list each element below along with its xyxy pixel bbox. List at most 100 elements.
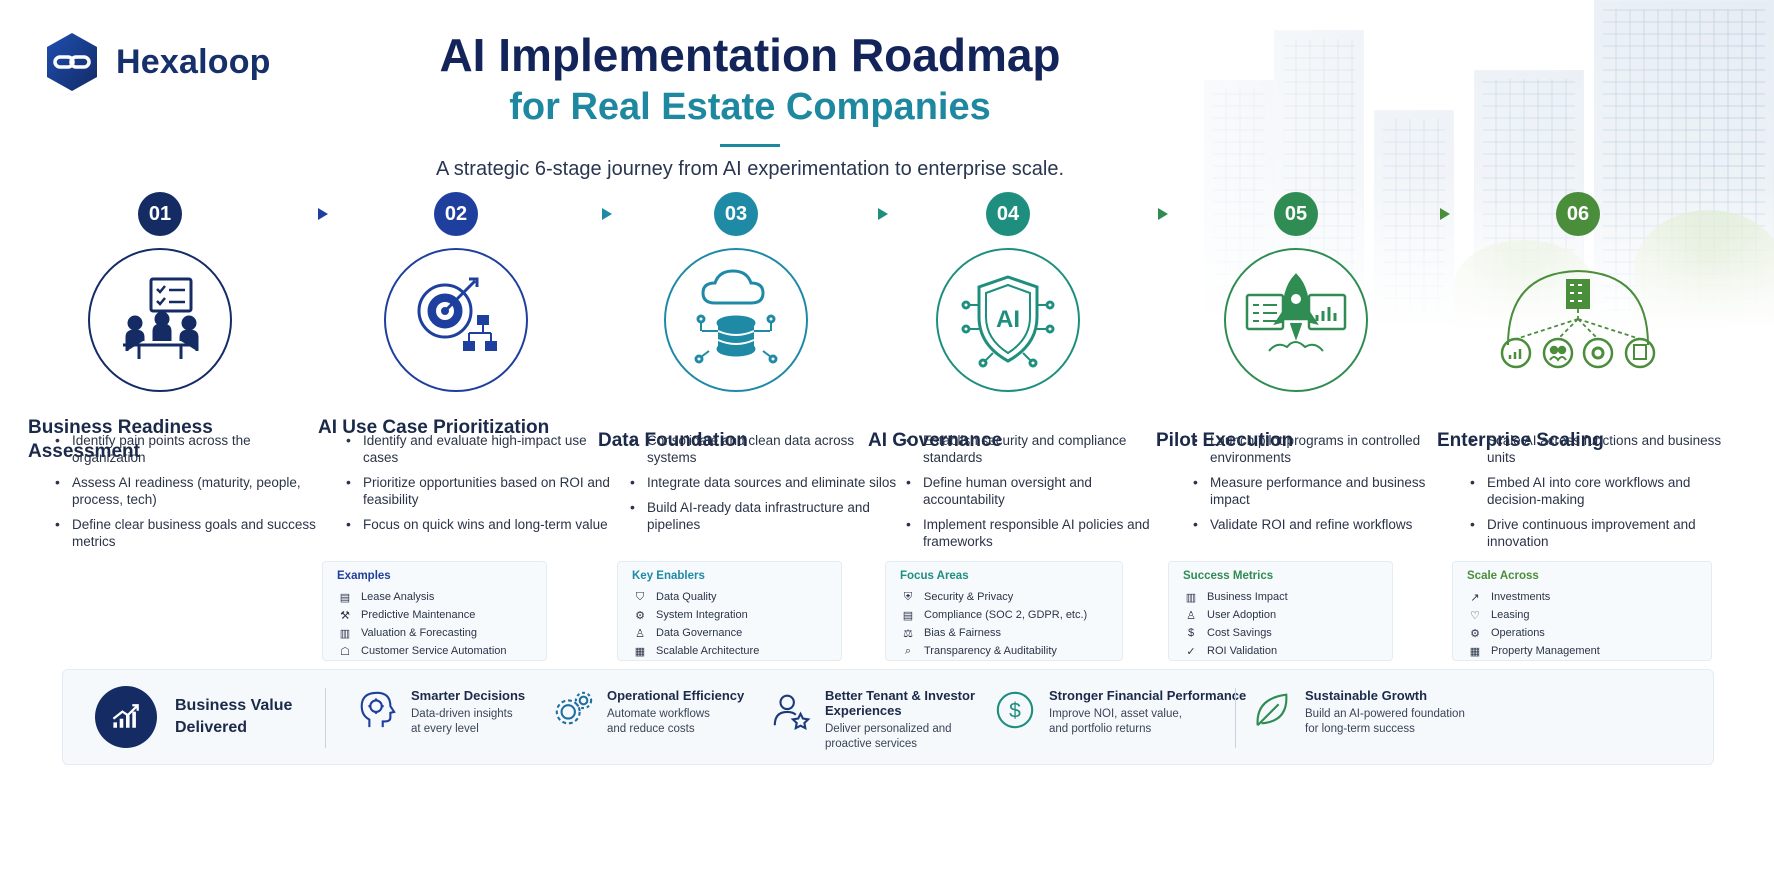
bullet-item: Drive continuous improvement and innovat…: [1470, 516, 1740, 550]
chat-icon: ☖: [340, 645, 350, 658]
magnifier-icon: ⌕: [904, 644, 912, 657]
stage-bullets: Identify and evaluate high-impact use ca…: [346, 432, 616, 541]
brand-logo[interactable]: Hexaloop: [40, 30, 271, 94]
panel-item: ⌕Transparency & Auditability: [900, 642, 1108, 660]
bullet-item: Prioritize opportunities based on ROI an…: [346, 474, 616, 508]
panel-item: ▦Property Management: [1467, 642, 1697, 660]
user-star-icon: [769, 688, 813, 732]
bullet-item: Assess AI readiness (maturity, people, p…: [55, 474, 325, 508]
leaf-icon: [1249, 688, 1293, 732]
team-meeting-icon: [123, 277, 199, 359]
stage-number-badge: 02: [434, 192, 478, 236]
lock-shield-icon: ⛨: [903, 590, 913, 603]
document-icon: ▤: [339, 591, 351, 604]
brand-name: Hexaloop: [116, 42, 271, 81]
stage-number-badge: 01: [138, 192, 182, 236]
panel-title: Key Enablers: [632, 570, 705, 582]
stage-icon-ring: [1488, 248, 1668, 392]
stage-bullets: Scale AI across functions and business u…: [1470, 432, 1740, 558]
value-desc: Automate workflows and reduce costs: [607, 708, 710, 735]
panel-item: ♙Data Governance: [632, 624, 827, 642]
users-icon: ♙: [1186, 609, 1196, 622]
panel-item: ♙User Adoption: [1183, 606, 1378, 624]
scale-across-panel: Scale Across ↗Investments ♡Leasing ⚙Oper…: [1452, 561, 1712, 661]
stage-bullets: Consolidate and clean data across system…: [630, 432, 900, 541]
value-desc: Improve NOI, asset value, and portfolio …: [1049, 708, 1182, 735]
handshake-icon: ♡: [1470, 609, 1480, 622]
bullet-item: Scale AI across functions and business u…: [1470, 432, 1740, 466]
panel-item: ▦Scalable Architecture: [632, 642, 827, 660]
value-title: Better Tenant & Investor Experiences: [825, 688, 976, 718]
panel-item: ▥Valuation & Forecasting: [337, 624, 532, 642]
panel-item: ☖Customer Service Automation: [337, 642, 532, 660]
key-enablers-panel: Key Enablers ⛉Data Quality ⚙System Integ…: [617, 561, 842, 661]
bullet-item: Validate ROI and refine workflows: [1193, 516, 1463, 533]
bullet-item: Launch pilot programs in controlled envi…: [1193, 432, 1463, 466]
stage-bullets: Launch pilot programs in controlled envi…: [1193, 432, 1463, 541]
value-desc: Data-driven insights at every level: [411, 708, 513, 735]
stage-bullets: Identify pain points across the organiza…: [55, 432, 325, 558]
value-item: Operational Efficiency Automate workflow…: [551, 688, 744, 737]
stage-number-badge: 04: [986, 192, 1030, 236]
panel-item: ♡Leasing: [1467, 606, 1697, 624]
page-subtitle: for Real Estate Companies: [509, 86, 991, 128]
growth-chart-icon: [95, 686, 157, 748]
bullet-item: Define human oversight and accountabilit…: [906, 474, 1176, 508]
panel-title: Focus Areas: [900, 570, 969, 582]
dollar-circle-icon: $: [993, 688, 1037, 732]
business-value-lead: Business Value Delivered: [95, 686, 295, 748]
chart-icon: ▥: [339, 627, 351, 640]
stage-number-badge: 05: [1274, 192, 1318, 236]
panel-title: Examples: [337, 570, 391, 582]
building-icon: ▦: [1469, 645, 1481, 658]
business-value-title: Business Value Delivered: [175, 697, 293, 736]
svg-text:$: $: [1009, 700, 1021, 723]
building-network-icon: [1500, 269, 1656, 369]
stage-icon-ring: [664, 248, 808, 392]
target-flowchart-icon: [417, 277, 497, 351]
layers-icon: ▦: [634, 645, 646, 658]
stage-number-badge: 06: [1556, 192, 1600, 236]
bullet-item: Identify and evaluate high-impact use ca…: [346, 432, 616, 466]
panel-item: ✓ROI Validation: [1183, 642, 1378, 660]
bullet-item: Define clear business goals and success …: [55, 516, 325, 550]
value-title: Sustainable Growth: [1305, 688, 1428, 703]
stage-bullets: Establish security and compliance standa…: [906, 432, 1176, 558]
bullet-item: Integrate data sources and eliminate sil…: [630, 474, 900, 491]
shield-check-icon: ⛉: [635, 590, 645, 603]
gears-icon: [551, 688, 595, 732]
clipboard-icon: ▤: [902, 609, 914, 622]
business-value-band: Business Value Delivered Smarter Decisio…: [62, 669, 1714, 765]
panel-item: ⚙System Integration: [632, 606, 827, 624]
bullet-item: Focus on quick wins and long-term value: [346, 516, 616, 533]
success-metrics-panel: Success Metrics ▥Business Impact ♙User A…: [1168, 561, 1393, 661]
panel-item: ⛉Data Quality: [632, 588, 827, 606]
value-item: $ Stronger Financial Performance Improve…: [993, 688, 1246, 737]
page-title: AI Implementation Roadmap: [439, 29, 1061, 81]
bullet-item: Consolidate and clean data across system…: [630, 432, 900, 466]
gear-icon: ⚙: [635, 609, 645, 622]
value-desc: Deliver personalized and proactive servi…: [825, 723, 952, 750]
value-item: Smarter Decisions Data-driven insights a…: [355, 688, 525, 737]
value-title: Operational Efficiency: [607, 688, 745, 703]
svg-text:AI: AI: [996, 306, 1020, 333]
cloud-database-icon: [694, 269, 778, 364]
user-icon: ♙: [635, 627, 645, 640]
stage-icon-ring: [1224, 248, 1368, 392]
panel-item: ⚖Bias & Fairness: [900, 624, 1108, 642]
dollar-icon: $: [1187, 627, 1195, 639]
stage-number-badge: 03: [714, 192, 758, 236]
value-desc: Build an AI-powered foundation for long-…: [1305, 708, 1465, 735]
ai-shield-icon: AI: [961, 275, 1055, 368]
bullet-item: Identify pain points across the organiza…: [55, 432, 325, 466]
value-title: Smarter Decisions: [411, 688, 526, 703]
examples-panel: Examples ▤Lease Analysis ⚒Predictive Mai…: [322, 561, 547, 661]
panel-title: Success Metrics: [1183, 570, 1274, 582]
panel-item: $Cost Savings: [1183, 624, 1378, 642]
page-tagline: A strategic 6-stage journey from AI expe…: [435, 158, 1065, 180]
value-item: Sustainable Growth Build an AI-powered f…: [1235, 688, 1475, 748]
panel-item: ↗Investments: [1467, 588, 1697, 606]
bullet-item: Build AI-ready data infrastructure and p…: [630, 499, 900, 533]
scales-icon: ⚖: [903, 627, 913, 640]
divider: [325, 688, 326, 748]
